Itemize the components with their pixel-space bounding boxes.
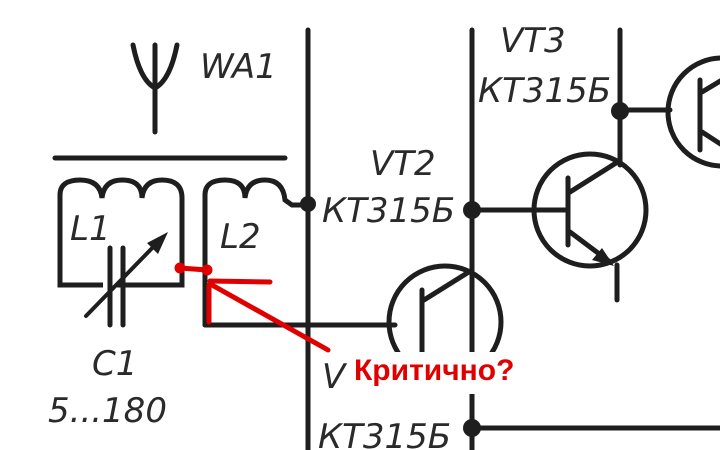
- label-vt1-name: V: [322, 357, 348, 397]
- annotation-text: Критично?: [354, 352, 533, 394]
- antenna-symbol: [130, 42, 180, 135]
- coil-l2: [202, 177, 398, 328]
- transistor-vt3: [617, 55, 720, 169]
- label-vt2-name: VT2: [370, 144, 436, 184]
- label-c1-range: 5...180: [48, 391, 167, 431]
- transistor-vt2: [469, 151, 649, 303]
- label-vt3-type: КТ315Б: [478, 71, 611, 111]
- label-l2: L2: [220, 217, 261, 257]
- label-l1: L1: [70, 209, 111, 249]
- label-c1: C1: [92, 344, 137, 384]
- junction-dots: [300, 102, 629, 437]
- label-vt1-type: КТ315Б: [318, 417, 451, 450]
- annotation-marks: [174, 262, 331, 353]
- label-vt2-type: КТ315Б: [322, 191, 455, 231]
- label-wa1: WA1: [200, 47, 277, 87]
- coil-l1: [57, 177, 185, 288]
- label-vt3-name: VT3: [500, 21, 566, 61]
- capacitor-c1: [84, 232, 168, 332]
